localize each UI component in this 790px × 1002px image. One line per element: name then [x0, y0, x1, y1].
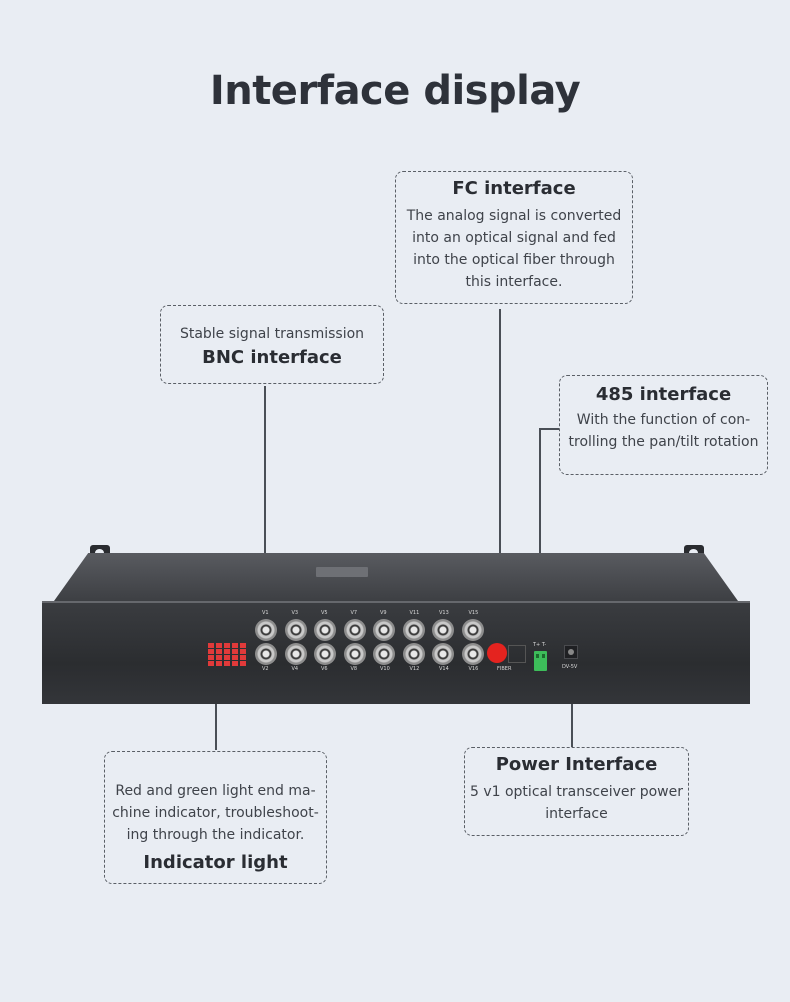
bnc-port: [461, 619, 484, 641]
device-front-panel: [42, 601, 750, 704]
bnc-port-label: V11: [409, 610, 420, 616]
indicator-led: [240, 655, 246, 660]
fc-port: [487, 643, 507, 663]
indicator-light-callout: Red and green light end ma- chine indica…: [104, 751, 327, 884]
indicator-led: [232, 661, 238, 666]
bnc-port: [255, 643, 277, 665]
fc-interface-callout: FC interface The analog signal is conver…: [395, 171, 633, 304]
power-interface-callout: Power Interface 5 v1 optical transceiver…: [464, 747, 689, 836]
bnc-port: [402, 619, 425, 641]
fc-line: into the optical fiber through: [413, 252, 615, 268]
bnc-port: [461, 643, 484, 665]
rs485-terminal: [534, 651, 547, 671]
power-line: interface: [545, 806, 608, 822]
device-top-cover: [54, 553, 738, 601]
bnc-port: [314, 619, 336, 641]
bnc-port-label: V6: [321, 666, 328, 672]
bnc-port: [343, 619, 366, 641]
fc-line: into an optical signal and fed: [412, 230, 616, 246]
rs485-interface-callout: 485 interface With the function of con- …: [559, 375, 768, 475]
indicator-led: [224, 655, 230, 660]
bnc-port-label: V3: [291, 610, 299, 616]
bnc-port-label: V15: [468, 610, 479, 616]
indicator-led: [240, 649, 246, 654]
bnc-port-label: V14: [439, 666, 449, 672]
indicator-led: [208, 661, 214, 666]
dc-power-jack: [564, 645, 578, 659]
indicator-led: [224, 649, 230, 654]
rs485-leader-horizontal: [539, 428, 559, 430]
rs485-interface-heading: 485 interface: [595, 384, 732, 405]
bnc-port-label: V4: [291, 666, 299, 672]
bnc-port-label: V16: [468, 666, 479, 672]
power-line: 5 v1 optical transceiver power: [469, 784, 683, 800]
fiber-label: FIBER: [497, 666, 512, 672]
rs485-label: T+ T-: [533, 642, 547, 648]
fc-line: The analog signal is converted: [406, 208, 622, 224]
indicator-led: [208, 643, 214, 648]
bnc-port: [432, 619, 454, 641]
indicator-led: [216, 649, 222, 654]
bnc-port-label: V8: [350, 666, 358, 672]
bnc-port-label: V9: [380, 610, 387, 616]
rs485-line: trolling the pan/tilt rotation: [568, 434, 759, 450]
indicator-led: [216, 661, 222, 666]
dc-label: DV-5V: [562, 664, 578, 670]
bnc-port: [432, 643, 454, 665]
bnc-port-label: V2: [262, 666, 269, 672]
bnc-port-label: V5: [321, 610, 328, 616]
bnc-port-label: V12: [409, 666, 420, 672]
page-title: Interface display: [209, 68, 581, 114]
indicator-led: [240, 643, 246, 648]
indicator-led: [216, 643, 222, 648]
indicator-led: [232, 649, 238, 654]
fc-port-slot: [508, 645, 526, 663]
indicator-line: Red and green light end ma-: [115, 783, 316, 799]
bnc-interface-heading: BNC interface: [202, 347, 342, 368]
bnc-port-label: V13: [439, 610, 449, 616]
fc-leader-line: [499, 309, 501, 654]
bnc-leader-line: [264, 386, 266, 624]
indicator-led: [232, 643, 238, 648]
indicator-light-heading: Indicator light: [143, 852, 288, 873]
bnc-port-label: V1: [262, 610, 269, 616]
rs485-line: With the function of con-: [576, 412, 751, 428]
bnc-port-label: V7: [350, 610, 358, 616]
power-interface-heading: Power Interface: [495, 754, 658, 775]
indicator-led: [232, 655, 238, 660]
fc-line: this interface.: [465, 274, 563, 290]
bnc-port: [373, 619, 395, 641]
bnc-subtitle: Stable signal transmission: [179, 326, 365, 342]
bnc-port: [284, 643, 307, 665]
indicator-line: ing through the indicator.: [126, 827, 305, 843]
indicator-led: [216, 655, 222, 660]
bnc-port: [314, 643, 336, 665]
indicator-led: [240, 661, 246, 666]
indicator-line: chine indicator, troubleshoot-: [112, 805, 319, 821]
indicator-led: [208, 655, 214, 660]
bnc-port-label: V10: [380, 666, 390, 672]
bnc-port: [373, 643, 395, 665]
bnc-interface-callout: Stable signal transmission BNC interface: [160, 305, 384, 384]
power-leader-line: [571, 672, 573, 747]
bnc-port: [343, 643, 366, 665]
bnc-port: [402, 643, 425, 665]
fc-interface-heading: FC interface: [452, 178, 576, 199]
indicator-led: [224, 643, 230, 648]
indicator-led: [208, 649, 214, 654]
rs485-leader-vertical: [539, 428, 541, 646]
indicator-led: [224, 661, 230, 666]
bnc-port: [255, 619, 277, 641]
indicator-leader-line: [215, 668, 217, 750]
bnc-port: [284, 619, 307, 641]
